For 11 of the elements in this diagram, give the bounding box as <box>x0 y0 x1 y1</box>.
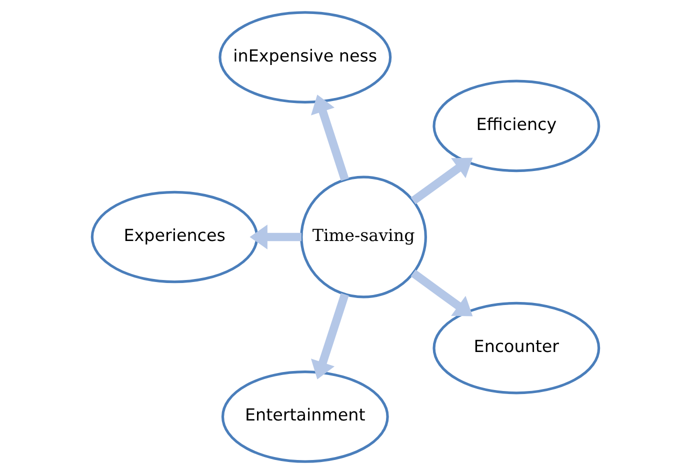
node-circle: Time-saving <box>300 176 427 298</box>
arrow <box>410 270 473 316</box>
node-ellipse: Experiences <box>90 190 258 284</box>
arrow <box>310 94 349 181</box>
arrow <box>250 224 302 250</box>
arrow <box>410 158 473 204</box>
arrow <box>310 293 349 380</box>
node-ellipse: Encounter <box>432 302 600 394</box>
node-ellipse: inExpensive ness <box>218 11 392 104</box>
node-ellipse: Efficiency <box>432 80 600 172</box>
node-ellipse: Entertainment <box>221 370 389 463</box>
